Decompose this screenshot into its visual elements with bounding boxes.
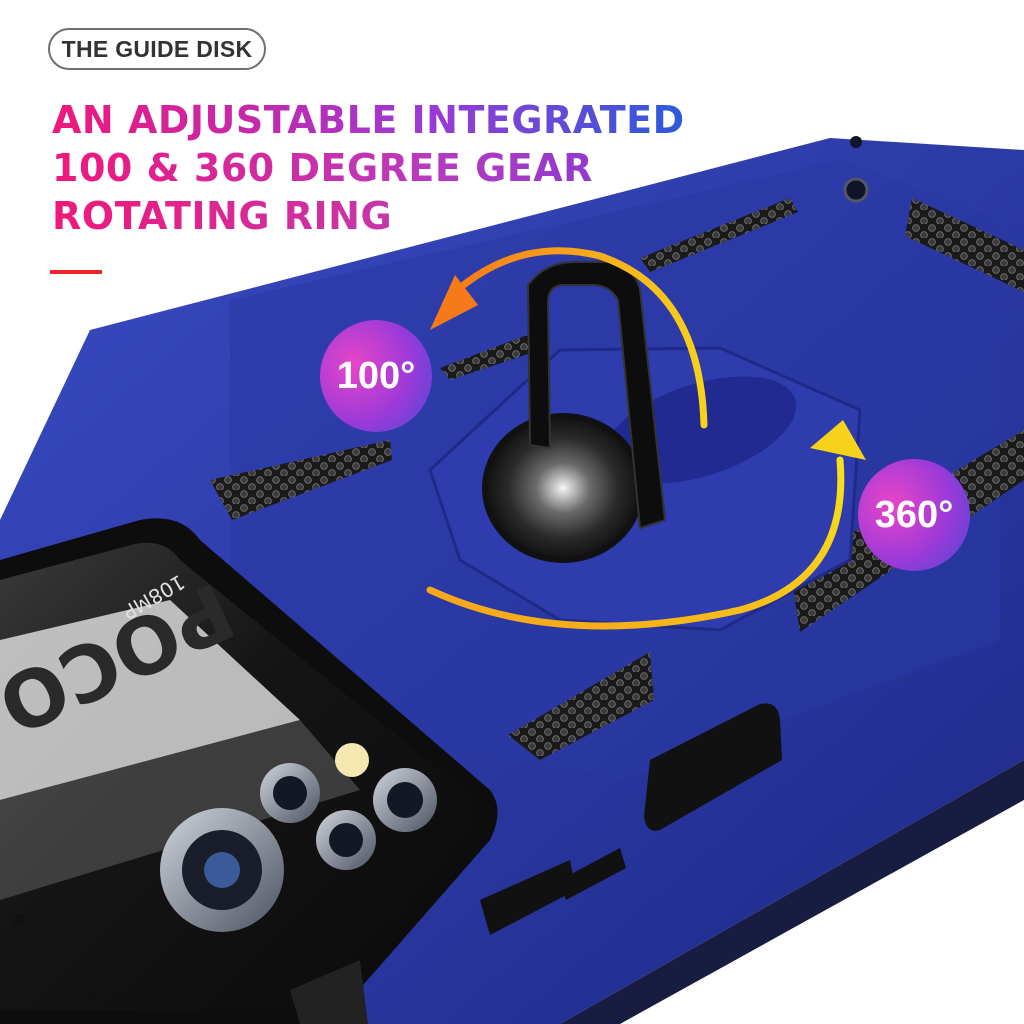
side-button [560,848,626,900]
headline: AN ADJUSTABLE INTEGRATED 100 & 360 DEGRE… [52,96,685,240]
grip-strip [440,334,540,380]
grip-strip [640,198,798,272]
headline-line-3: ROTATING RING [52,192,685,240]
grip-strip [210,440,392,520]
arrow-100 [451,247,708,429]
grip-strip [508,652,654,760]
side-button [480,860,576,935]
ring-stand [526,261,667,530]
headline-line-1: AN ADJUSTABLE INTEGRATED [52,98,685,142]
accent-divider [50,270,102,274]
lanyard-hole [843,177,869,203]
camera-lenses [160,743,437,932]
section-tag: THE GUIDE DISK [48,28,266,70]
case-edge [560,760,1024,1024]
bumper [290,960,368,1024]
headline-line-2: 100 & 360 DEGREE GEAR [52,144,685,192]
grip-strip [905,198,1024,292]
angle-badge-360: 360° [858,459,970,571]
arrow-360 [426,456,845,630]
side-button [644,703,782,831]
ring-disc [482,413,644,563]
angle-badge-100: 100° [320,320,432,432]
